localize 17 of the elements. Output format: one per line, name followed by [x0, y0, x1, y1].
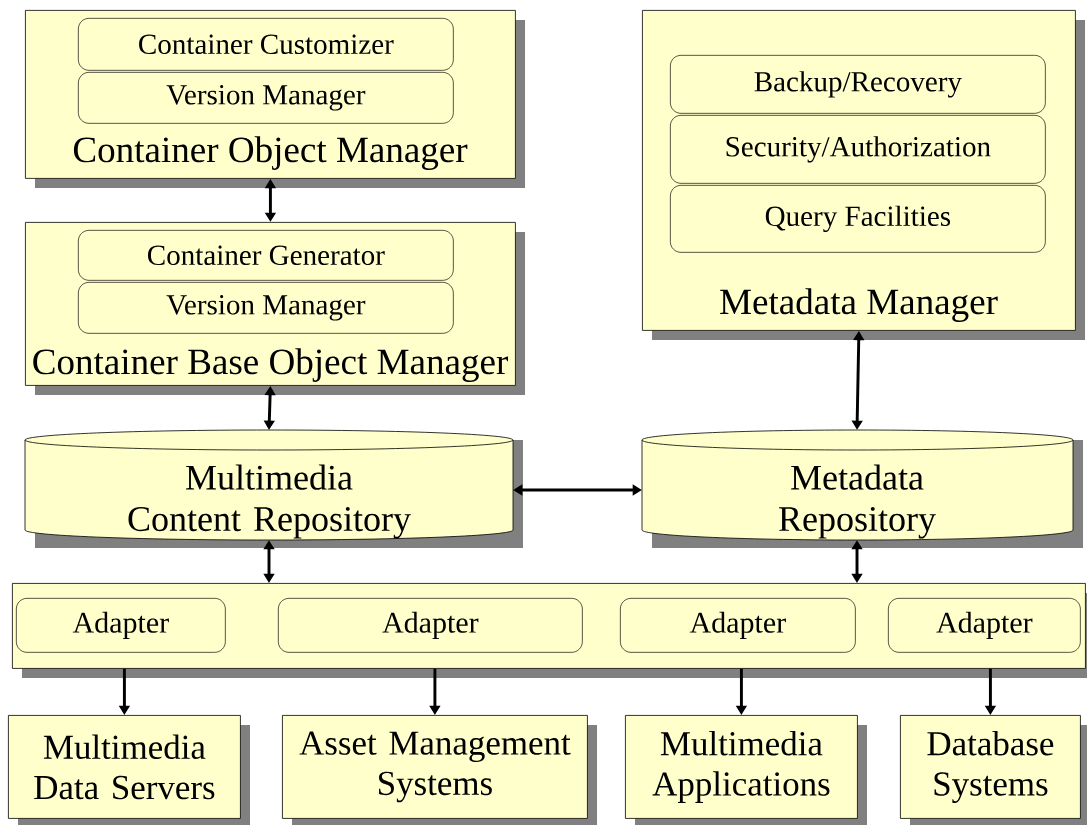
system-box: Multimedia Data Servers	[8, 715, 250, 825]
module-box: Adapter	[888, 598, 1081, 653]
system-box: Asset Management Systems	[282, 715, 597, 825]
system-box: Database Systems	[900, 715, 1087, 825]
module-box: Adapter	[620, 598, 856, 653]
module-box: Security/Authorization	[670, 115, 1046, 184]
module-box: Version Manager	[78, 72, 454, 124]
cylinder: Multimedia Content Repository	[24, 429, 523, 548]
cylinder: Metadata Repository	[641, 429, 1083, 548]
module-box: Query Facilities	[670, 185, 1046, 253]
module-box: Container Generator	[78, 230, 454, 281]
module-box: Backup/Recovery	[670, 55, 1046, 114]
module-box: Container Customizer	[78, 18, 454, 71]
system-box: Multimedia Applications	[625, 715, 867, 825]
module-box: Adapter	[278, 598, 583, 653]
module-box: Adapter	[16, 598, 226, 653]
module-box: Version Manager	[78, 282, 454, 334]
